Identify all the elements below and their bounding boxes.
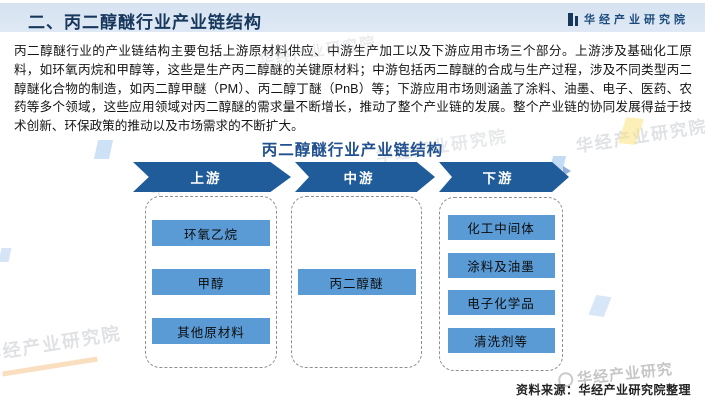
- upstream-item: 环氧乙烷: [152, 220, 270, 246]
- stage-arrow-downstream: 下游: [439, 162, 569, 192]
- downstream-group: 化工中间体 涂料及油墨 电子化学品 清洗剂等: [439, 197, 563, 371]
- midstream-item: 丙二醇醚: [297, 269, 416, 295]
- watermark-text: 华经产业研究院: [0, 323, 123, 365]
- watermark-url-bar: [2, 356, 98, 377]
- source-note: 资料来源：华经产业研究院整理: [515, 383, 691, 397]
- page-title: 二、丙二醇醚行业产业链结构: [28, 13, 262, 32]
- stage-arrow-upstream: 上游: [133, 162, 291, 192]
- downstream-item: 清洗剂等: [447, 328, 555, 354]
- upstream-item: 甲醇: [152, 269, 270, 295]
- watermark-shape: [588, 294, 612, 318]
- upstream-item: 其他原材料: [152, 318, 270, 344]
- stage-arrow-midstream: 中游: [295, 162, 435, 192]
- company-logo: 华经产业研究院: [568, 11, 689, 27]
- downstream-item: 电子化学品: [447, 290, 555, 316]
- logo-bars-icon: [568, 12, 578, 26]
- downstream-item: 涂料及油墨: [447, 252, 555, 278]
- header-band: [0, 3, 705, 32]
- intro-paragraph: 丙二醇醚行业的产业链结构主要包括上游原材料供应、中游生产加工以及下游应用市场三个…: [14, 44, 692, 134]
- stage-arrow-label: 中游: [343, 171, 375, 186]
- downstream-item: 化工中间体: [447, 214, 555, 240]
- stage-arrow-label: 上游: [190, 171, 222, 186]
- watermark-shape: [0, 248, 12, 262]
- stage-arrow-label: 下游: [482, 171, 514, 186]
- logo-text: 华经产业研究院: [584, 14, 689, 26]
- upstream-group: 环氧乙烷 甲醇 其他原材料: [145, 196, 277, 368]
- diagram-title: 丙二醇醚行业产业链结构: [261, 142, 444, 159]
- midstream-group: 丙二醇醚: [291, 196, 422, 368]
